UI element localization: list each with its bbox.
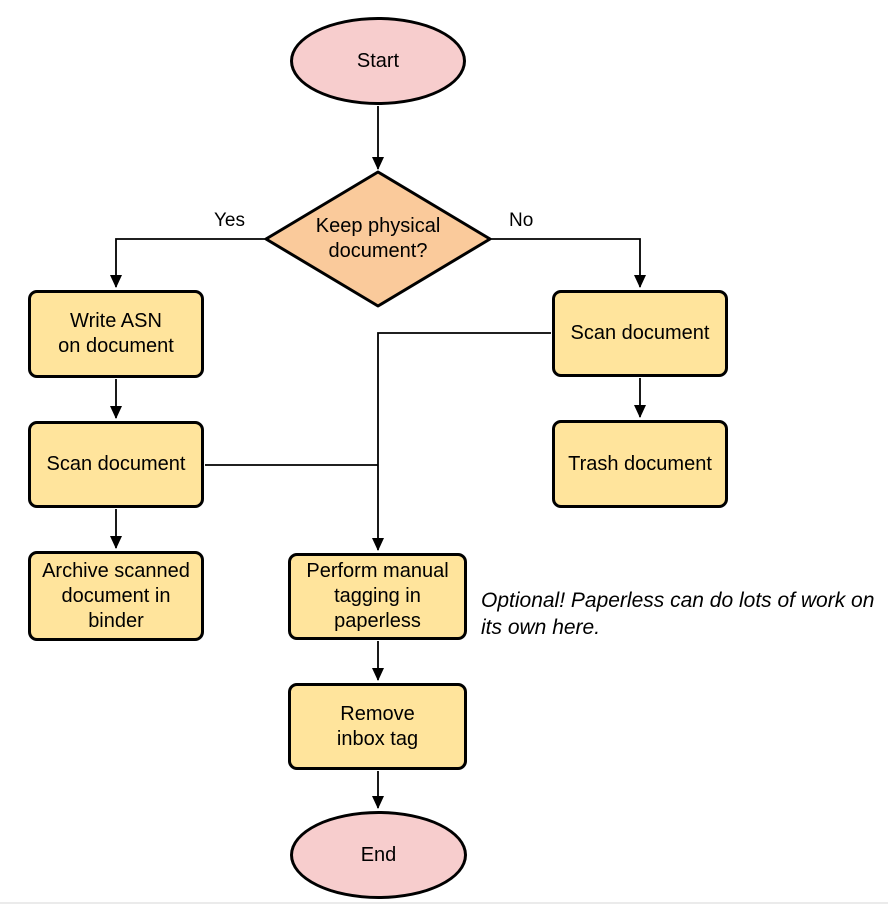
- process-scan-document-left-label: Scan document: [46, 453, 186, 475]
- edge-label-no: No: [509, 210, 534, 231]
- process-manual-tagging: Perform manual tagging in paperless: [288, 553, 467, 640]
- process-write-asn-label: Write ASN on document: [58, 310, 174, 357]
- process-archive-binder-label: Archive scanned document in binder: [42, 559, 190, 632]
- decision-diamond: [264, 170, 492, 308]
- process-trash-document: Trash document: [552, 420, 728, 508]
- process-scan-document-left: Scan document: [28, 421, 204, 508]
- annotation-note: Optional! Paperless can do lots of work …: [481, 589, 875, 639]
- page-bottom-divider: [0, 902, 888, 904]
- terminator-end-label: End: [360, 843, 397, 866]
- process-archive-binder: Archive scanned document in binder: [28, 551, 204, 641]
- process-trash-document-label: Trash document: [568, 452, 712, 475]
- process-remove-inbox-tag-label: Remove inbox tag: [336, 702, 419, 750]
- process-manual-tagging-label: Perform manual tagging in paperless: [306, 560, 449, 632]
- process-scan-document-right-label: Scan document: [570, 322, 710, 344]
- edge-decision-yes-to-write-asn: [110, 238, 265, 288]
- process-scan-document-right: Scan document: [552, 290, 728, 377]
- decision-label: Keep physical document?: [315, 215, 441, 262]
- edge-scan-right-to-tagging: [372, 332, 551, 551]
- process-remove-inbox-tag: Remove inbox tag: [288, 683, 467, 770]
- process-write-asn: Write ASN on document: [28, 290, 204, 378]
- terminator-start: Start: [290, 17, 466, 105]
- edge-decision-no-to-scan-right: [491, 238, 646, 288]
- terminator-start-label: Start: [356, 49, 400, 72]
- edge-label-yes: Yes: [214, 210, 245, 231]
- terminator-end: End: [290, 811, 467, 899]
